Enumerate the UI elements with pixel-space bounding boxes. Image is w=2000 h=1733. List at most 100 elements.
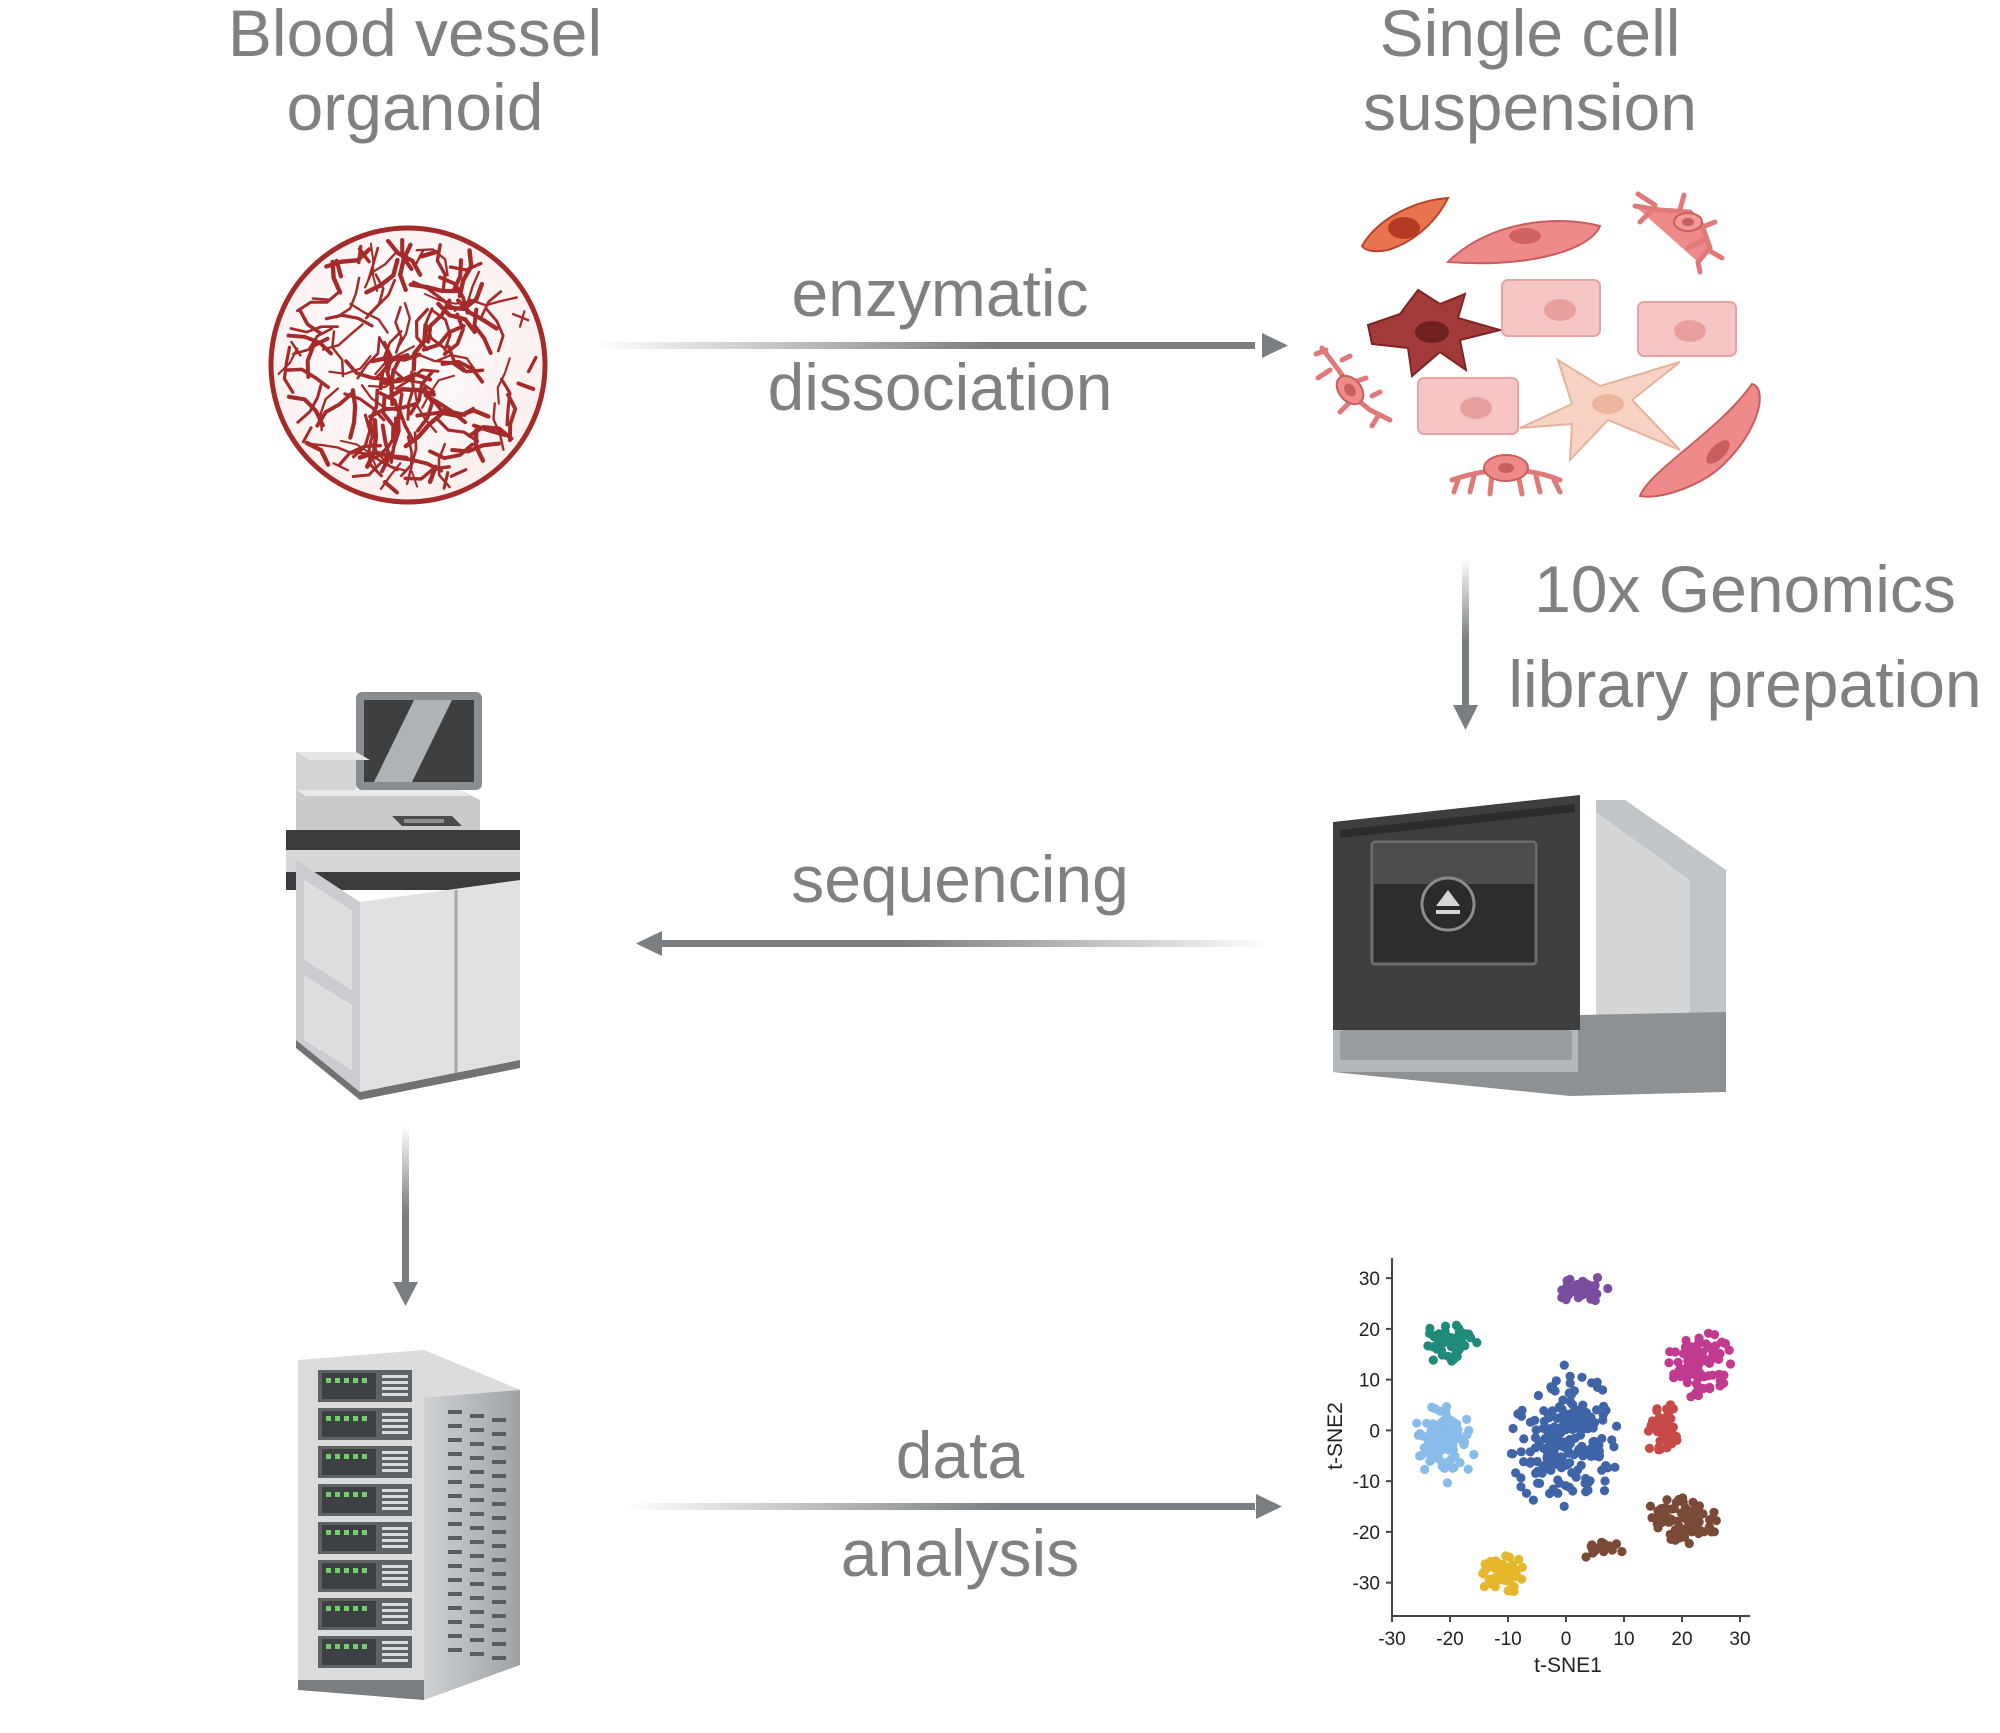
scatter-point bbox=[1565, 1371, 1575, 1381]
scatter-point bbox=[1427, 1402, 1437, 1412]
scatter-point bbox=[1472, 1338, 1482, 1348]
scatter-point bbox=[1567, 1387, 1577, 1398]
scatter-point bbox=[1544, 1424, 1554, 1434]
scatter-point bbox=[1686, 1368, 1696, 1378]
arrow-to-server bbox=[393, 1125, 418, 1306]
scatter-point bbox=[1662, 1513, 1672, 1523]
scatter-point bbox=[1557, 1452, 1567, 1462]
organoid-title-line2: organoid bbox=[287, 70, 544, 144]
scatter-point bbox=[1603, 1283, 1613, 1294]
scatter-point bbox=[1656, 1504, 1666, 1514]
scatter-point bbox=[1698, 1371, 1708, 1381]
scatter-point bbox=[1610, 1462, 1620, 1472]
scatter-point bbox=[1436, 1444, 1447, 1454]
scatter-point bbox=[1538, 1461, 1548, 1471]
scatter-point bbox=[1725, 1359, 1736, 1369]
data-label-line1: data bbox=[896, 1418, 1025, 1492]
scatter-point bbox=[1464, 1329, 1474, 1339]
chart-x-label: t-SNE1 bbox=[1534, 1654, 1602, 1677]
scatter-point bbox=[1711, 1341, 1721, 1351]
scatter-point bbox=[1597, 1537, 1607, 1547]
scatter-point bbox=[1455, 1458, 1465, 1468]
enzymatic-label-line1: enzymatic bbox=[791, 256, 1088, 330]
scatter-point bbox=[1479, 1582, 1489, 1592]
scatter-point bbox=[1557, 1421, 1568, 1431]
scatter-point bbox=[1463, 1464, 1473, 1474]
scatter-point bbox=[1612, 1421, 1622, 1431]
scatter-point bbox=[1556, 1463, 1567, 1473]
x-tick-label: -20 bbox=[1436, 1629, 1463, 1650]
sequencer-machine-icon bbox=[286, 692, 520, 1100]
scatter-point bbox=[1684, 1538, 1694, 1549]
scatter-point bbox=[1593, 1443, 1603, 1453]
scatter-point bbox=[1426, 1424, 1437, 1434]
scatter-point bbox=[1575, 1430, 1586, 1440]
scatter-point bbox=[1583, 1424, 1593, 1434]
scatter-point bbox=[1412, 1418, 1422, 1428]
scatter-point bbox=[1673, 1357, 1683, 1367]
scatter-point bbox=[1690, 1504, 1700, 1514]
scatter-point bbox=[1434, 1454, 1444, 1464]
scatter-point bbox=[1592, 1273, 1603, 1283]
scatter-point bbox=[1442, 1411, 1452, 1421]
scatter-point bbox=[1586, 1289, 1596, 1299]
scatter-point bbox=[1683, 1344, 1693, 1354]
y-tick-label: 0 bbox=[1369, 1421, 1380, 1442]
scatter-point bbox=[1719, 1370, 1729, 1380]
scatter-point bbox=[1456, 1327, 1466, 1338]
scatter-point bbox=[1564, 1290, 1574, 1300]
scatter-point bbox=[1565, 1274, 1575, 1284]
scatter-point bbox=[1715, 1381, 1725, 1391]
scatter-point bbox=[1709, 1330, 1720, 1340]
enzymatic-label-line2: dissociation bbox=[768, 350, 1113, 424]
x-tick-label: 30 bbox=[1729, 1629, 1750, 1650]
server-rack-icon bbox=[298, 1350, 520, 1700]
scatter-point bbox=[1516, 1473, 1526, 1483]
scatter-point bbox=[1592, 1377, 1602, 1387]
scatter-point bbox=[1530, 1415, 1540, 1425]
scatter-point bbox=[1501, 1551, 1511, 1561]
scatter-point bbox=[1519, 1434, 1529, 1444]
scatter-point bbox=[1525, 1447, 1535, 1457]
scatter-point bbox=[1589, 1436, 1599, 1446]
scatter-point bbox=[1435, 1406, 1445, 1416]
scatter-point bbox=[1693, 1515, 1703, 1525]
scatter-point bbox=[1607, 1435, 1617, 1445]
scatter-point bbox=[1592, 1405, 1602, 1415]
scatter-point bbox=[1661, 1412, 1671, 1422]
scatter-point bbox=[1462, 1430, 1472, 1440]
scatter-point bbox=[1528, 1495, 1538, 1505]
scatter-point bbox=[1674, 1533, 1685, 1543]
scatter-point bbox=[1559, 1360, 1569, 1370]
scatter-point bbox=[1546, 1465, 1556, 1475]
scatter-point bbox=[1699, 1356, 1709, 1366]
scatter-point bbox=[1554, 1402, 1564, 1413]
scatter-point bbox=[1419, 1443, 1429, 1453]
scatter-point bbox=[1546, 1382, 1556, 1392]
scatter-point bbox=[1443, 1351, 1453, 1361]
suspension-title-line1: Single cell bbox=[1380, 0, 1681, 70]
scatter-point bbox=[1565, 1439, 1575, 1449]
scatter-point bbox=[1600, 1476, 1610, 1486]
scatter-point bbox=[1563, 1459, 1573, 1469]
scatter-point bbox=[1644, 1443, 1655, 1453]
scatter-point bbox=[1649, 1420, 1659, 1430]
scatter-point bbox=[1693, 1390, 1703, 1401]
scatter-point bbox=[1571, 1406, 1581, 1416]
scatter-point bbox=[1682, 1378, 1692, 1388]
scatter-point bbox=[1531, 1425, 1541, 1435]
scatter-point bbox=[1656, 1425, 1666, 1436]
scatter-point bbox=[1436, 1436, 1447, 1446]
scatter-point bbox=[1708, 1370, 1718, 1380]
suspension-title-line2: suspension bbox=[1363, 70, 1697, 144]
sequencing-label: sequencing bbox=[791, 842, 1129, 916]
chart-y-label: t-SNE2 bbox=[1324, 1402, 1347, 1470]
scatter-point bbox=[1487, 1579, 1497, 1589]
10x-chromium-controller-icon bbox=[1333, 795, 1726, 1096]
scatter-point bbox=[1521, 1488, 1532, 1498]
scatter-point bbox=[1543, 1444, 1553, 1454]
scatter-point bbox=[1544, 1413, 1554, 1423]
y-tick-label: -20 bbox=[1353, 1523, 1380, 1544]
scatter-point bbox=[1708, 1348, 1718, 1358]
scatter-point bbox=[1442, 1478, 1452, 1488]
